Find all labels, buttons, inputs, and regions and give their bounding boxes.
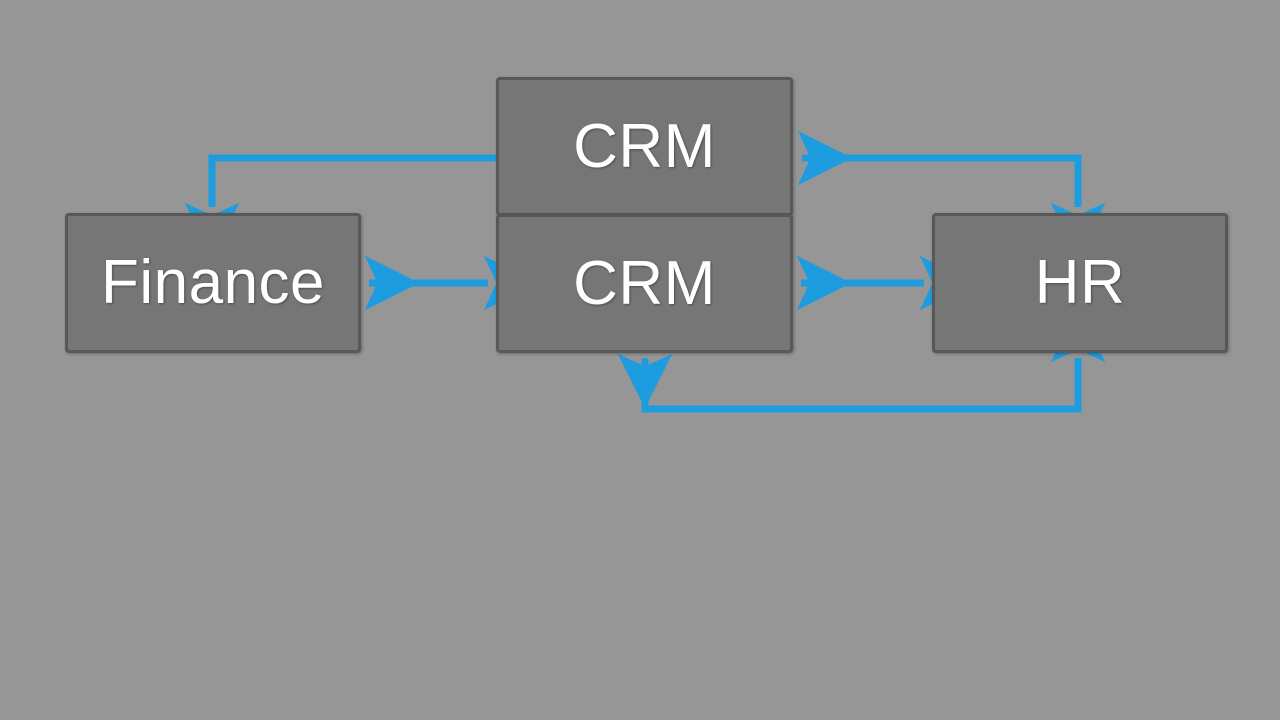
node-crm-top[interactable]: CRM bbox=[496, 77, 793, 216]
node-crm-bottom[interactable]: CRM bbox=[496, 214, 793, 353]
node-hr[interactable]: HR bbox=[932, 213, 1228, 353]
node-crm-top-label: CRM bbox=[573, 111, 716, 181]
connector-crm-top-to-finance[interactable] bbox=[184, 154, 497, 258]
node-finance[interactable]: Finance bbox=[65, 213, 361, 353]
node-hr-label: HR bbox=[1034, 248, 1126, 317]
node-crm-bottom-label: CRM bbox=[573, 248, 716, 318]
connector-crm-bottom-hr-lower[interactable] bbox=[617, 307, 1106, 413]
node-finance-label: Finance bbox=[100, 248, 326, 317]
connector-hr-to-crm-top[interactable] bbox=[797, 130, 1106, 258]
